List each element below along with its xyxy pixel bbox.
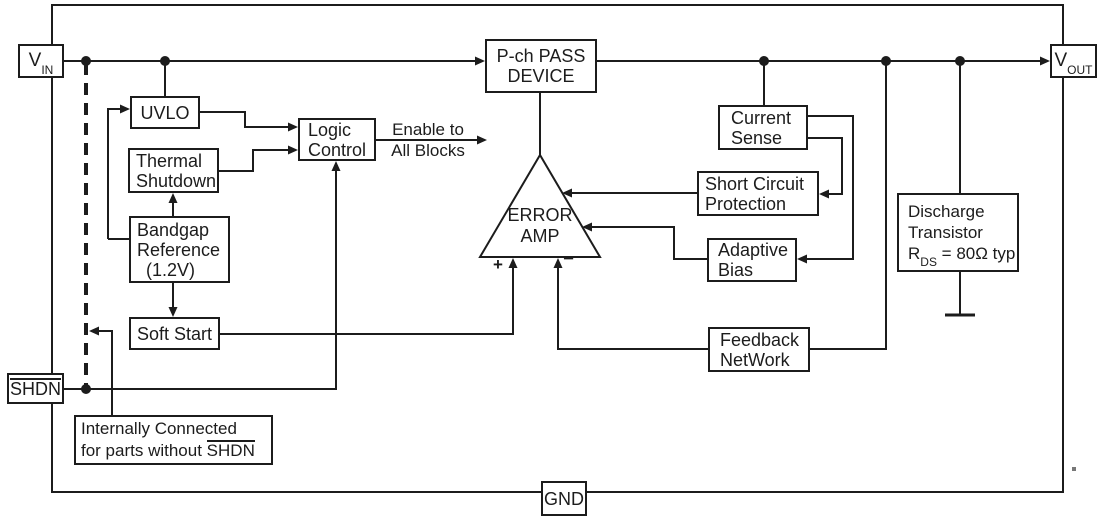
stray-mark: [1072, 467, 1076, 471]
shdn-line: [64, 171, 337, 390]
uvlo-block: UVLO: [130, 96, 200, 129]
thermal-to-logic-line: [219, 149, 288, 172]
feedback-network-block: Feedback NetWork: [708, 327, 810, 372]
uvlo-to-logic-line: [200, 111, 288, 128]
pass-device-block: P-ch PASS DEVICE: [485, 39, 597, 93]
logic-control-block: Logic Control: [298, 118, 376, 161]
discharge-transistor-block: Discharge Transistor RDS = 80Ω typ: [897, 193, 1019, 272]
gnd-label: GND: [544, 488, 584, 509]
soft-start-block: Soft Start: [129, 317, 220, 350]
enable-annotation: Enable to All Blocks: [391, 120, 465, 160]
current-sense-to-adaptive-bias-line: [807, 115, 854, 260]
current-sense-label: Current: [731, 107, 792, 128]
note-line1: Internally Connected: [81, 419, 237, 438]
bandgap-label: Bandgap: [137, 219, 210, 240]
discharge-ground: [945, 272, 975, 317]
error-amp-plus-label: +: [493, 255, 503, 274]
logic-control-label: Logic: [308, 119, 352, 140]
rail-feed-lines: [164, 61, 961, 350]
vout-pin: VOUT: [1050, 44, 1097, 78]
adaptive-bias-block: Adaptive Bias: [707, 238, 797, 282]
error-amp-label: ERROR AMP: [507, 205, 573, 246]
uvlo-bandgap-feed-line: [107, 108, 129, 240]
current-sense-to-scp-line: [808, 137, 843, 195]
vout-label: VOUT: [1054, 50, 1093, 77]
short-circuit-protection-block: Short Circuit Protection: [697, 171, 819, 216]
pass-device-label: P-ch PASS: [496, 46, 586, 66]
note-callout-line: [99, 330, 113, 415]
junction-dots: [81, 56, 965, 394]
soft-start-label: Soft Start: [136, 323, 213, 344]
error-amp-minus-label: −: [563, 249, 575, 270]
softstart-to-plus-line: [220, 268, 514, 335]
thermal-shutdown-label: Thermal: [136, 150, 203, 171]
error-amp-triangle: [478, 153, 602, 258]
vin-label: VIN: [28, 50, 54, 77]
bandgap-reference-block: Bandgap Reference (1.2V): [129, 216, 230, 283]
thermal-shutdown-block: Thermal Shutdown: [128, 148, 219, 193]
uvlo-label: UVLO: [140, 102, 190, 123]
current-sense-block: Current Sense: [718, 105, 808, 150]
short-circuit-protection-label: Short Circuit: [705, 173, 805, 194]
adaptive-bias-to-error-amp-line: [592, 226, 707, 260]
arrowheads: [89, 56, 1050, 336]
shdn-label: SHDN: [9, 378, 61, 400]
feedback-network-label: Feedback: [720, 329, 800, 350]
shdn-pin: SHDN: [7, 373, 64, 404]
feedback-to-minus-line: [557, 268, 708, 350]
internal-connection-note: Internally Connected for parts without S…: [74, 415, 273, 465]
adaptive-bias-label: Adaptive: [718, 240, 789, 260]
discharge-transistor-label: Discharge: [908, 202, 985, 221]
vin-pin: VIN: [18, 44, 64, 78]
gnd-pin: GND: [541, 481, 587, 516]
feedback-feed-line: [810, 61, 887, 350]
